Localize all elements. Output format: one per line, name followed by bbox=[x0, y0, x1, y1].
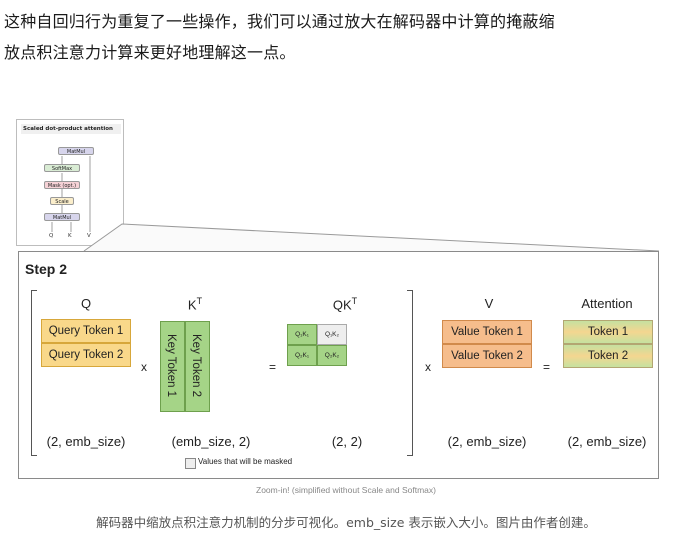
kt-col-1-label: Key Token 1 bbox=[165, 334, 177, 398]
attention-thumbnail: Scaled dot-product attention MatMul Soft… bbox=[16, 119, 124, 246]
header-qkt: QKT bbox=[315, 296, 375, 312]
header-qkt-text: QK bbox=[332, 297, 352, 313]
kt-col-2: Key Token 2 bbox=[185, 321, 210, 412]
header-attention: Attention bbox=[567, 296, 647, 311]
header-v: V bbox=[459, 296, 519, 311]
shape-q: (2, emb_size) bbox=[46, 434, 126, 449]
figure-caption: 解码器中缩放点积注意力机制的分步可视化。emb_size 表示嵌入大小。图片由作… bbox=[96, 515, 596, 530]
left-bracket-close bbox=[407, 290, 413, 456]
step-label: Step 2 bbox=[25, 261, 68, 277]
header-kt-sup: T bbox=[196, 296, 203, 306]
body-paragraph: 这种自回归行为重复了一些操作，我们可以通过放大在解码器中计算的掩蔽缩 放点积注意… bbox=[4, 6, 688, 68]
qk-cell-r1c2-masked: Q₁K₂ bbox=[317, 324, 347, 345]
paragraph-line-2: 放点积注意力计算来更好地理解这一点。 bbox=[4, 43, 296, 62]
thumb-softmax: SoftMax bbox=[44, 164, 80, 172]
shape-attention: (2, emb_size) bbox=[567, 434, 647, 449]
attention-row-1: Token 1 bbox=[563, 320, 653, 344]
header-attention-text: Attention bbox=[581, 296, 633, 311]
masked-legend-swatch bbox=[185, 458, 196, 469]
op-equals-1: = bbox=[269, 360, 277, 374]
shape-v: (2, emb_size) bbox=[447, 434, 527, 449]
header-kt-text: K bbox=[187, 297, 197, 313]
kt-col-1: Key Token 1 bbox=[160, 321, 185, 412]
header-kt: KT bbox=[165, 296, 225, 312]
op-equals-2: = bbox=[543, 360, 551, 374]
header-q-text: Q bbox=[80, 296, 92, 311]
q-row-1: Query Token 1 bbox=[41, 319, 131, 343]
op-multiply-2: x bbox=[425, 360, 431, 374]
thumb-k-label: K bbox=[68, 233, 72, 239]
thumb-matmul-top: MatMul bbox=[58, 147, 94, 155]
v-row-1: Value Token 1 bbox=[442, 320, 532, 344]
op-multiply-1: x bbox=[141, 360, 147, 374]
shape-kt: (emb_size, 2) bbox=[171, 434, 251, 449]
thumb-matmul-bottom: MatMul bbox=[44, 213, 80, 221]
thumb-mask: Mask (opt.) bbox=[44, 181, 80, 189]
attention-row-2: Token 2 bbox=[563, 344, 653, 368]
header-qkt-sup: T bbox=[351, 296, 358, 306]
step-2-panel: Step 2 Q KT QKT V Attention Query Token … bbox=[18, 251, 659, 479]
header-q: Q bbox=[41, 296, 131, 311]
qk-cell-r1c1: Q₁K₁ bbox=[287, 324, 317, 345]
thumb-arrows bbox=[51, 156, 91, 232]
header-v-text: V bbox=[484, 296, 494, 311]
thumbnail-title: Scaled dot-product attention bbox=[21, 124, 121, 134]
qk-cell-r2c2: Q₂K₂ bbox=[317, 345, 347, 366]
masked-legend-label: Values that will be masked bbox=[198, 457, 293, 466]
left-bracket-open bbox=[31, 290, 37, 456]
paragraph-line-1: 这种自回归行为重复了一些操作，我们可以通过放大在解码器中计算的掩蔽缩 bbox=[4, 12, 555, 31]
shape-qkt: (2, 2) bbox=[331, 434, 363, 449]
thumb-scale: Scale bbox=[50, 197, 74, 205]
zoom-note: Zoom-in! (simplified without Scale and S… bbox=[256, 485, 436, 495]
v-row-2: Value Token 2 bbox=[442, 344, 532, 368]
qk-cell-r2c1: Q₂K₁ bbox=[287, 345, 317, 366]
kt-col-2-label: Key Token 2 bbox=[190, 334, 202, 398]
q-row-2: Query Token 2 bbox=[41, 343, 131, 367]
thumb-q-label: Q bbox=[49, 233, 54, 239]
thumb-v-label: V bbox=[87, 233, 91, 239]
